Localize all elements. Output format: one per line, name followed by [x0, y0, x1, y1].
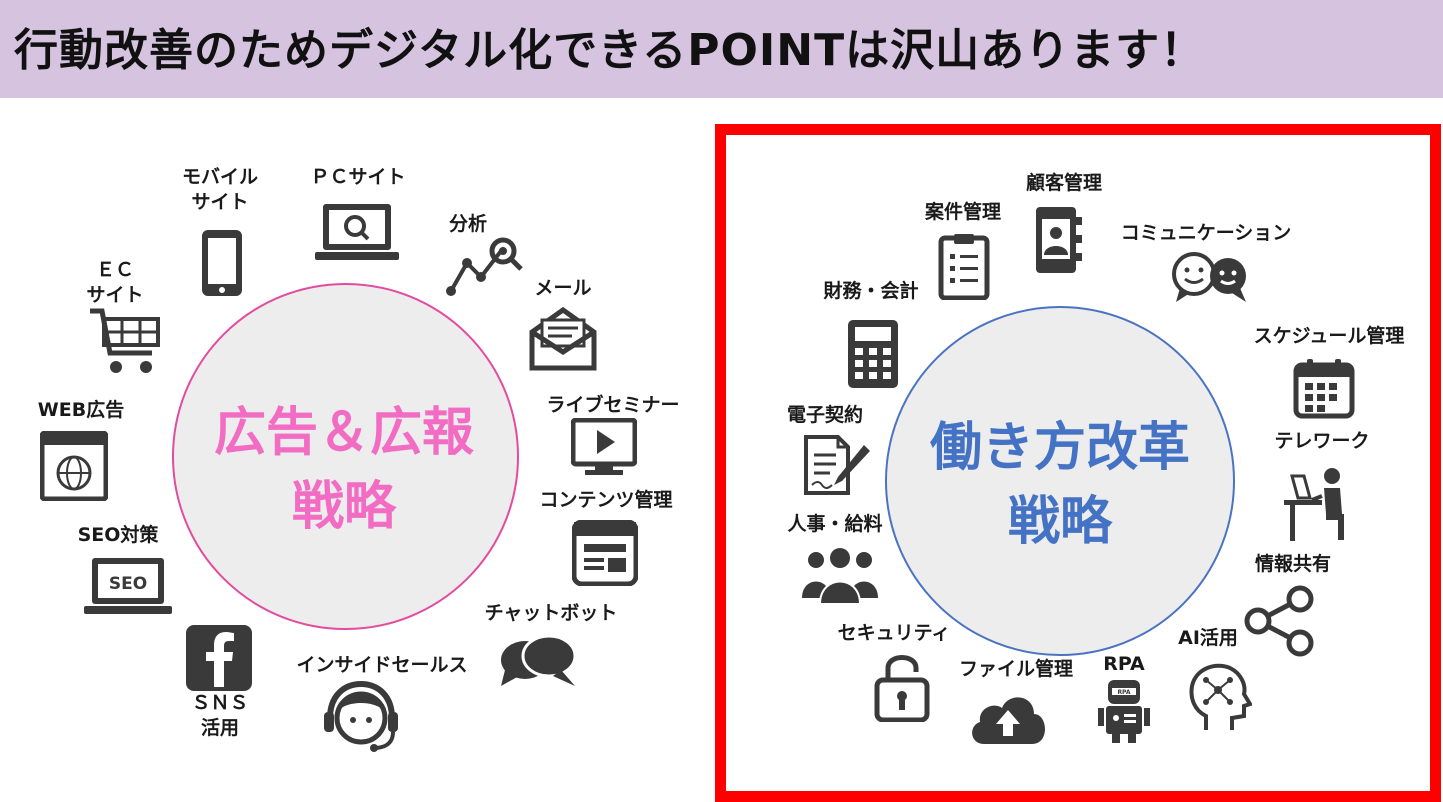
label-chatbot: チャットボット	[484, 602, 618, 624]
label-mobile-site: モバイル サイト	[181, 166, 258, 213]
highlight-frame	[715, 124, 1441, 802]
share-nodes-icon	[1242, 583, 1318, 657]
label-hr-payroll: 人事・給料	[787, 513, 883, 535]
ad-pr-strategy-title-2: 戦略	[291, 477, 396, 537]
seo-laptop-icon: SEO	[84, 556, 172, 622]
label-ec-site: ＥＣ サイト	[86, 259, 144, 306]
label-project-management: 案件管理	[924, 201, 1001, 223]
shopping-cart-icon	[88, 305, 164, 377]
label-pc-site: ＰＣサイト	[310, 166, 406, 188]
chat-faces-icon	[1170, 250, 1250, 306]
label-mail: メール	[534, 277, 592, 299]
label-analytics: 分析	[448, 213, 487, 235]
analytics-chart-icon	[445, 235, 525, 297]
calendar-icon	[1293, 357, 1355, 419]
people-group-icon	[800, 546, 880, 606]
headset-operator-icon	[320, 680, 402, 754]
contact-book-icon	[1034, 205, 1084, 275]
label-information-sharing: 情報共有	[1254, 553, 1331, 575]
telework-desk-icon	[1282, 466, 1354, 542]
laptop-search-icon	[315, 202, 399, 266]
robot-icon-text: RPA	[1117, 689, 1130, 696]
label-file-management: ファイル管理	[958, 658, 1073, 680]
label-content-management: コンテンツ管理	[539, 489, 673, 511]
label-schedule-management: スケジュール管理	[1253, 325, 1405, 347]
work-style-title-2: 戦略	[1007, 492, 1112, 552]
label-seo: SEO対策	[77, 524, 159, 546]
label-finance-accounting: 財務・会計	[823, 280, 919, 302]
label-web-ad: WEB広告	[37, 399, 125, 421]
facebook-icon	[186, 625, 252, 691]
label-rpa: RPA	[1103, 653, 1145, 675]
page-title: 行動改善のためデジタル化できるPOINTは沢山あります！	[14, 25, 1206, 76]
padlock-open-icon	[874, 650, 930, 722]
label-security: セキュリティ	[837, 622, 951, 644]
label-live-seminar: ライブセミナー	[546, 394, 680, 416]
clipboard-checklist-icon	[938, 232, 990, 300]
header-banner: 行動改善のためデジタル化できるPOINTは沢山あります！	[0, 0, 1443, 98]
label-ai-utilization: AI活用	[1178, 627, 1238, 649]
content-layout-icon	[572, 520, 638, 586]
label-e-contract: 電子契約	[786, 404, 863, 426]
work-style-reform-circle	[885, 306, 1235, 656]
robot-icon: RPA	[1096, 678, 1152, 744]
ad-pr-strategy-title-1: 広告＆広報	[213, 403, 474, 463]
work-style-title-1: 働き方改革	[929, 418, 1190, 478]
label-sns: ＳＮＳ 活用	[191, 692, 249, 739]
smartphone-icon	[200, 228, 244, 298]
label-telework: テレワーク	[1274, 430, 1370, 452]
ai-brain-head-icon	[1188, 662, 1252, 732]
mail-icon	[528, 306, 598, 372]
label-customer-management: 顧客管理	[1025, 172, 1102, 194]
label-communication: コミュニケーション	[1120, 222, 1292, 244]
ad-pr-strategy-circle	[172, 283, 519, 630]
web-globe-icon	[40, 431, 108, 501]
contract-pen-icon	[802, 433, 872, 497]
cloud-upload-icon	[966, 686, 1050, 746]
video-player-icon	[571, 418, 637, 476]
seo-icon-text: SEO	[109, 574, 147, 594]
calculator-icon	[846, 318, 900, 390]
label-inside-sales: インサイドセールス	[296, 654, 468, 676]
chat-bubbles-icon	[497, 634, 577, 690]
